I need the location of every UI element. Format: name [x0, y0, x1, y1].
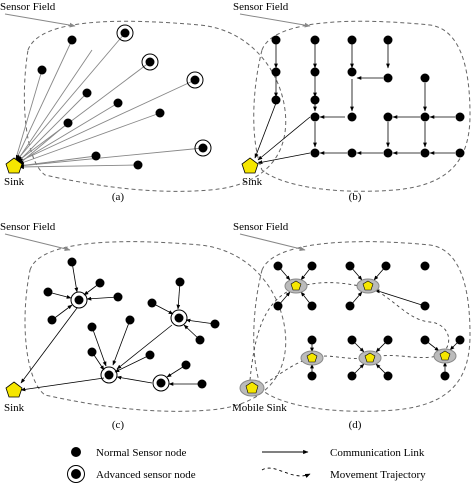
- sensor-node: [113, 98, 123, 108]
- panel-caption: (d): [349, 419, 362, 431]
- panel-a: Sensor Field: [0, 1, 287, 203]
- mobile-sink-icon: [239, 379, 265, 397]
- panel-b: Sensor Field: [233, 1, 471, 203]
- sensor-node: [82, 88, 92, 98]
- advanced-nodes-c: [70, 291, 188, 392]
- sink-label: Sink: [4, 176, 25, 188]
- panel-caption: (c): [112, 419, 125, 431]
- legend-communication-link: Communication Link: [330, 447, 425, 459]
- sink-label: Sink: [4, 402, 25, 414]
- sink-stop: [300, 350, 324, 366]
- sensor-node: [91, 151, 101, 161]
- sensor-field-label: Sensor Field: [233, 1, 289, 13]
- nodes-d: [273, 261, 465, 381]
- movement-trajectory-legend-icon: [261, 467, 311, 478]
- sensor-field-boundary: [23, 20, 287, 192]
- sink-stop: [284, 278, 308, 294]
- sink-icon: [241, 157, 259, 174]
- legend-advanced-node: Advanced sensor node: [96, 469, 196, 481]
- nodes-b: [271, 35, 465, 158]
- sensor-node: [155, 108, 165, 118]
- sensor-field-pointer: [239, 13, 311, 28]
- legend-movement-trajectory: Movement Trajectory: [330, 469, 426, 481]
- sink-stop: [433, 348, 457, 364]
- normal-node-legend-icon: [71, 447, 81, 457]
- movement-trajectory: [249, 282, 450, 386]
- sensor-field-boundary: [253, 241, 471, 412]
- sensor-field-boundary: [24, 241, 287, 412]
- links-b: [254, 44, 455, 165]
- sink-label: Mobile Sink: [232, 402, 287, 414]
- nodes-a: [37, 35, 165, 170]
- sink-label: Sink: [242, 176, 263, 188]
- sensor-field-boundary: [253, 20, 471, 192]
- sensor-field-pointer: [239, 233, 306, 252]
- sink-icon: [5, 381, 23, 398]
- panel-d: Sensor Field: [232, 221, 471, 431]
- sensor-node: [133, 160, 143, 170]
- sensor-field-label: Sensor Field: [0, 221, 56, 233]
- sensor-field-label: Sensor Field: [233, 221, 289, 233]
- nodes-c: [43, 257, 220, 389]
- sensor-node: [37, 65, 47, 75]
- sensor-field-pointer: [4, 233, 71, 252]
- sensor-node: [67, 35, 77, 45]
- sink-stops: [284, 278, 457, 366]
- sink-stop: [356, 278, 380, 294]
- legend-normal-node: Normal Sensor node: [96, 447, 187, 459]
- sink-icon: [5, 157, 23, 174]
- advanced-nodes-a: [116, 24, 212, 157]
- sensor-field-label: Sensor Field: [0, 1, 56, 13]
- panel-caption: (a): [112, 191, 125, 203]
- sensor-field-pointer: [4, 13, 76, 28]
- panel-c: Sensor Field: [0, 221, 287, 431]
- panel-caption: (b): [349, 191, 362, 203]
- links-a: [13, 32, 204, 170]
- sensor-node: [63, 118, 73, 128]
- sink-stop: [358, 350, 382, 366]
- legend: Normal Sensor node Advanced sensor node …: [67, 447, 426, 483]
- advanced-node-legend-icon: [67, 465, 85, 483]
- links-c: [20, 261, 216, 392]
